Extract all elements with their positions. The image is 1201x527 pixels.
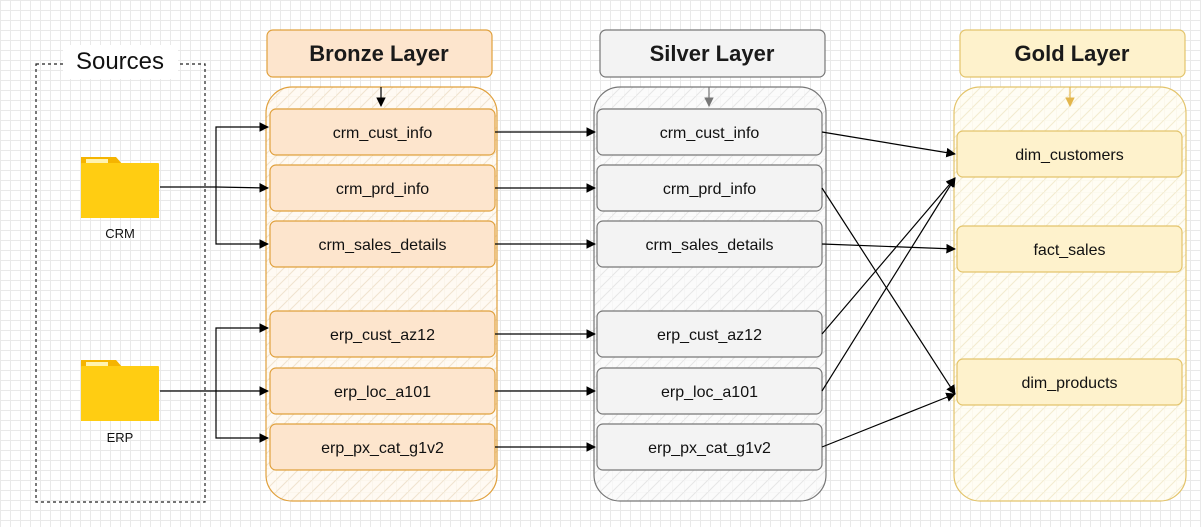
silver-table-label: erp_px_cat_g1v2 <box>648 440 771 457</box>
connector-erp_cust_az12-to-dim_customers <box>821 177 956 335</box>
folder-icon <box>81 360 159 421</box>
bronze-table-crm_prd_info[interactable]: crm_prd_info <box>269 164 496 212</box>
bronze-table-label: erp_px_cat_g1v2 <box>321 440 444 457</box>
gold-layer: Gold Layer dim_customers fact_sales dim_pr… <box>953 29 1187 502</box>
gold-table-box <box>956 130 1183 178</box>
gold-layer-title: Gold Layer <box>1015 41 1130 66</box>
gold-tables: dim_customers fact_sales dim_products <box>956 130 1183 406</box>
silver-table-crm_prd_info[interactable]: crm_prd_info <box>596 164 823 212</box>
silver-table-erp_cust_az12[interactable]: erp_cust_az12 <box>596 310 823 358</box>
bronze-tables: crm_cust_info crm_prd_info crm_sales_detai… <box>269 108 496 471</box>
connector-erp-to-erp_cust_az12 <box>215 323 269 391</box>
silver-table-label: erp_loc_a101 <box>661 384 758 401</box>
erp-source[interactable]: ERP <box>81 360 159 445</box>
crm-source-label: CRM <box>105 226 135 241</box>
source-to-bronze-connectors <box>160 122 269 443</box>
sources-title-mask <box>63 45 178 79</box>
silver-table-erp_px_cat_g1v2[interactable]: erp_px_cat_g1v2 <box>596 423 823 471</box>
silver-table-label: crm_sales_details <box>645 237 773 254</box>
folder-icon <box>81 157 159 218</box>
connector-erp_loc_a101-to-dim_customers <box>821 177 956 392</box>
silver-table-erp_loc_a101[interactable]: erp_loc_a101 <box>596 367 823 415</box>
bronze-to-silver-connectors <box>495 127 596 452</box>
silver-table-label: crm_prd_info <box>663 181 756 198</box>
bronze-table-crm_sales_details[interactable]: crm_sales_details <box>269 220 496 268</box>
silver-tables: crm_cust_info crm_prd_info crm_sales_detai… <box>596 108 823 471</box>
silver-table-crm_sales_details[interactable]: crm_sales_details <box>596 220 823 268</box>
gold-table-label: dim_customers <box>1015 147 1123 164</box>
erp-source-label: ERP <box>107 430 134 445</box>
connector-crm-to-crm_cust_info <box>215 122 269 187</box>
silver-table-label: erp_cust_az12 <box>657 327 762 344</box>
crm-source[interactable]: CRM <box>81 157 159 241</box>
bronze-layer: Bronze Layer crm_cust_infocrm_prd_infocr… <box>265 29 498 502</box>
bronze-table-erp_px_cat_g1v2[interactable]: erp_px_cat_g1v2 <box>269 423 496 471</box>
bronze-layer-header[interactable] <box>266 29 493 78</box>
silver-layer-header[interactable] <box>599 29 826 78</box>
silver-layer-title: Silver Layer <box>650 41 775 66</box>
connector-crm_sales_details-to-fact_sales <box>821 243 956 254</box>
bronze-table-label: crm_sales_details <box>318 237 446 254</box>
silver-table-label: crm_cust_info <box>660 125 760 142</box>
silver-table-crm_cust_info[interactable]: crm_cust_info <box>596 108 823 156</box>
bronze-table-erp_loc_a101[interactable]: erp_loc_a101 <box>269 367 496 415</box>
connector-erp_px_cat_g1v2-to-dim_products <box>821 392 956 448</box>
bronze-table-label: erp_cust_az12 <box>330 327 435 344</box>
connector-crm_prd_info-to-dim_products <box>821 187 956 395</box>
silver-to-gold-connectors <box>821 131 956 448</box>
gold-table-dim_products[interactable]: dim_products <box>956 358 1183 406</box>
bronze-table-label: crm_prd_info <box>336 181 429 198</box>
silver-layer: Silver Layer crm_cust_infocrm_prd_infocr… <box>593 29 827 502</box>
gold-table-dim_customers[interactable]: dim_customers <box>956 130 1183 178</box>
bronze-table-crm_cust_info[interactable]: crm_cust_info <box>269 108 496 156</box>
connector-erp-to-erp_px_cat_g1v2 <box>215 391 269 443</box>
connector-crm-to-crm_sales_details <box>215 187 269 249</box>
gold-table-box <box>956 225 1183 273</box>
connector-crm_cust_info-to-dim_customers <box>821 131 956 158</box>
gold-table-label: fact_sales <box>1033 242 1105 259</box>
bronze-table-label: erp_loc_a101 <box>334 384 431 401</box>
gold-table-box <box>956 358 1183 406</box>
bronze-table-label: crm_cust_info <box>333 125 433 142</box>
sources-group: Sources CRM ERP <box>35 45 206 503</box>
gold-table-label: dim_products <box>1021 375 1117 392</box>
connector-crm-to-crm_prd_info <box>215 183 269 193</box>
bronze-table-erp_cust_az12[interactable]: erp_cust_az12 <box>269 310 496 358</box>
sources-title: Sources <box>76 48 164 75</box>
bronze-layer-title: Bronze Layer <box>309 41 449 66</box>
gold-layer-header[interactable] <box>959 29 1186 78</box>
gold-table-fact_sales[interactable]: fact_sales <box>956 225 1183 273</box>
